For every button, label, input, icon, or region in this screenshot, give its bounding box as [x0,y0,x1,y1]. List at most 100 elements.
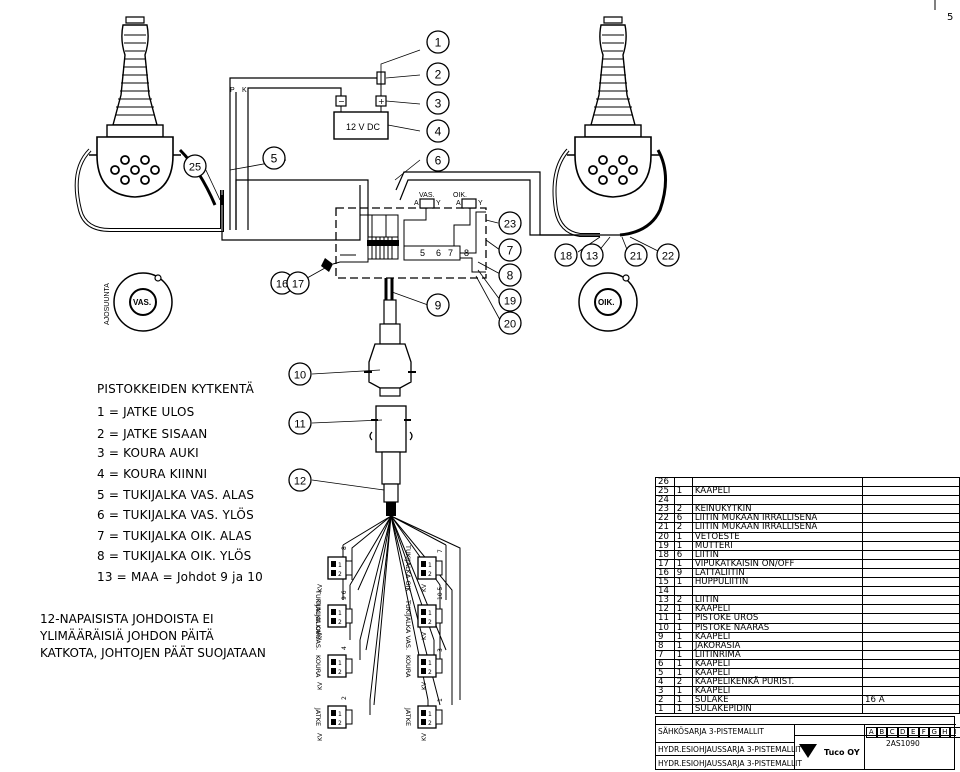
ajosuunta-label: AJOSUUNTA [104,283,111,325]
left-label-koura: KOURA [314,655,322,678]
table-row: 24 [655,495,960,506]
svg-text:4: 4 [435,125,442,139]
page-number: 5 [947,12,954,23]
svg-text:A: A [456,200,461,207]
svg-text:22: 22 [662,251,674,263]
revision-cell: H [939,727,950,738]
box-num-6: 6 [436,248,441,258]
right-label-tukijalka-oik: TUKIJALKA OIK. [404,544,412,594]
legend-item: 7 = TUKIJALKA OIK. ALAS [97,529,252,543]
right-label-koura: KOURA [404,655,412,678]
callout-3: 3 [426,91,450,115]
svg-text:7: 7 [507,244,514,258]
p-label: P [230,87,235,94]
title-block: SÄHKÖSARJA 3-PISTEMALLIT HYDR.ESIOHJAUSS… [655,716,960,770]
svg-text:9: 9 [435,299,442,313]
box-num-5: 5 [420,248,425,258]
revision-cell: E [908,727,919,738]
callout-7: 7 [498,238,522,262]
svg-text:4: 4 [341,646,348,650]
svg-text:3: 3 [435,97,442,111]
svg-text:21: 21 [630,251,642,263]
callout-5: 5 [262,146,286,170]
company-name: Tuco OY [824,748,860,757]
callout-2: 2 [426,62,450,86]
callout-18: 18 [554,243,578,267]
legend-item: 2 = JATKE SISAAN [97,427,208,441]
left-label-tukijalka-vas: TUKIJALKA VAS. [314,599,322,650]
svg-text:10: 10 [294,370,306,382]
revision-cell: G [929,727,940,738]
svg-text:8: 8 [507,269,514,283]
svg-text:13: 13 [586,251,598,263]
legend-item: 8 = TUKIJALKA OIK. YLÖS [97,549,252,563]
callout-13: 13 [580,243,604,267]
svg-text:−: − [338,97,345,106]
callout-8: 8 [498,263,522,287]
callout-23: 23 [498,211,522,235]
svg-text:2: 2 [435,68,442,82]
callout-11: 11 [288,411,312,435]
svg-text:11: 11 [294,419,305,431]
svg-text:KV: KV [421,681,428,690]
svg-text:KV: KV [317,583,324,592]
callout-16: 16 [270,271,294,295]
svg-text:19: 19 [504,296,516,308]
right-label-jatke: JATKE [404,707,412,726]
svg-text:18: 18 [560,251,572,263]
svg-text:3: 3 [437,648,444,652]
revision-cell: I [950,727,960,738]
battery-label: 12 V DC [346,122,381,132]
callout-17: 17 [286,271,310,295]
callout-4: 4 [426,119,450,143]
title-line-1: SÄHKÖSARJA 3-PISTEMALLIT [658,727,764,736]
svg-text:Y: Y [478,200,483,207]
svg-text:10 5: 10 5 [437,586,444,600]
title-line-2: HYDR.ESIOHJAUSSARJA 3-PISTEMALLIT [658,745,802,754]
svg-text:A: A [414,200,419,207]
svg-text:KV: KV [421,583,428,592]
svg-text:KV: KV [317,631,324,640]
company-logo-icon [799,744,817,758]
switch-vas-label: VAS. [419,192,434,199]
left-joystick [88,16,182,198]
dial-vas-label: VAS. [133,298,151,307]
k-label: K [242,87,247,94]
svg-text:20: 20 [504,319,516,331]
svg-text:KV: KV [421,631,428,640]
drawing-number: 2AS1090 [886,739,920,748]
svg-text:KV: KV [421,732,428,741]
svg-text:5: 5 [271,152,278,166]
svg-text:17: 17 [292,279,304,291]
legend-item: 4 = KOURA KIINNI [97,467,208,481]
callout-9: 9 [426,293,450,317]
table-row: 26 [655,476,960,488]
svg-text:25: 25 [189,162,201,174]
revision-cell: C [887,727,898,738]
box-num-7: 7 [448,248,453,258]
svg-text:9 6: 9 6 [341,590,348,600]
svg-text:7: 7 [437,549,444,553]
legend-item: 5 = TUKIJALKA VAS. ALAS [97,488,255,502]
callout-22: 22 [656,243,680,267]
callout-6: 6 [426,148,450,172]
revision-cell: F [918,727,929,738]
callout-20: 20 [498,311,522,335]
callout-19: 19 [498,288,522,312]
svg-text:1: 1 [435,36,442,50]
title-line-3: HYDR.ESIOHJAUSSARJA 3-PISTEMALLIT [658,759,802,768]
